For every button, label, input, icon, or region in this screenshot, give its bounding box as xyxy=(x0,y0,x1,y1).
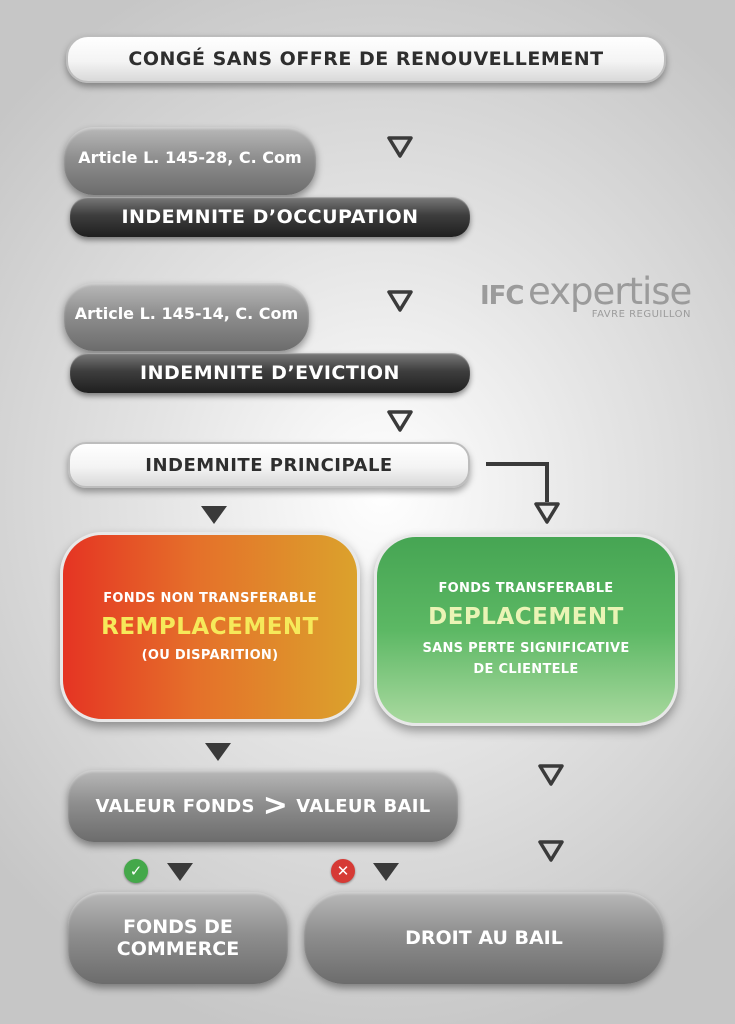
logo-tagline: FAVRE REGUILLON xyxy=(591,309,691,320)
arrow-down-solid-icon xyxy=(373,863,399,881)
valeur-comparison: VALEUR FONDS > VALEUR BAIL xyxy=(68,770,458,842)
cross-icon: ✕ xyxy=(331,859,355,883)
page-title: CONGÉ SANS OFFRE DE RENOUVELLEMENT xyxy=(128,48,604,70)
check-icon: ✓ xyxy=(124,859,148,883)
arrow-down-solid-icon xyxy=(201,506,227,524)
arrow-down-icon xyxy=(538,840,564,862)
sans-perte-label: SANS PERTE SIGNIFICATIVE xyxy=(422,640,630,656)
droit-au-bail-label: DROIT AU BAIL xyxy=(405,927,563,949)
article-145-14: Article L. 145-14, C. Com xyxy=(64,283,309,351)
remplacement-heading: REMPLACEMENT xyxy=(101,614,319,640)
indemnite-eviction-label: INDEMNITE D’EVICTION xyxy=(140,362,400,384)
fonds-de-label: FONDS DE xyxy=(123,916,233,938)
deplacement-heading: DEPLACEMENT xyxy=(428,603,624,630)
greater-than-operator: > xyxy=(262,788,289,823)
arrow-down-icon xyxy=(387,136,413,158)
fonds-non-transferable-label: FONDS NON TRANSFERABLE xyxy=(103,591,317,606)
indemnite-principale-label: INDEMNITE PRINCIPALE xyxy=(145,454,393,476)
indemnite-occupation: INDEMNITE D’OCCUPATION xyxy=(70,197,470,237)
valeur-fonds-label: VALEUR FONDS xyxy=(95,795,255,817)
indemnite-eviction: INDEMNITE D’EVICTION xyxy=(70,353,470,393)
droit-au-bail: DROIT AU BAIL xyxy=(304,892,664,984)
article-145-14-label: Article L. 145-14, C. Com xyxy=(74,303,299,323)
ifc-expertise-logo: IFC expertise FAVRE REGUILLON xyxy=(480,270,695,328)
ou-disparition-label: (OU DISPARITION) xyxy=(141,648,279,663)
check-glyph: ✓ xyxy=(129,862,143,880)
article-145-28-label: Article L. 145-28, C. Com xyxy=(78,147,302,167)
title-banner: CONGÉ SANS OFFRE DE RENOUVELLEMENT xyxy=(66,35,666,83)
indemnite-occupation-label: INDEMNITE D’OCCUPATION xyxy=(121,206,419,228)
fonds-de-commerce: FONDS DE COMMERCE xyxy=(68,892,288,984)
logo-prefix: IFC xyxy=(480,281,525,311)
valeur-bail-label: VALEUR BAIL xyxy=(296,795,431,817)
panel-fonds-non-transferable: FONDS NON TRANSFERABLE REMPLACEMENT (OU … xyxy=(60,532,360,722)
elbow-arrow-icon xyxy=(486,462,560,524)
arrow-down-solid-icon xyxy=(205,743,231,761)
arrow-down-icon xyxy=(538,764,564,786)
arrow-down-icon xyxy=(387,410,413,432)
commerce-label: COMMERCE xyxy=(116,938,240,960)
de-clientele-label: DE CLIENTELE xyxy=(473,661,579,677)
arrow-down-icon xyxy=(387,290,413,312)
article-145-28: Article L. 145-28, C. Com xyxy=(64,127,316,195)
cross-glyph: ✕ xyxy=(336,862,350,880)
fonds-transferable-label: FONDS TRANSFERABLE xyxy=(438,580,614,596)
indemnite-principale: INDEMNITE PRINCIPALE xyxy=(68,442,470,488)
logo-main: expertise xyxy=(528,270,692,313)
arrow-down-solid-icon xyxy=(167,863,193,881)
panel-fonds-transferable: FONDS TRANSFERABLE DEPLACEMENT SANS PERT… xyxy=(374,534,678,726)
